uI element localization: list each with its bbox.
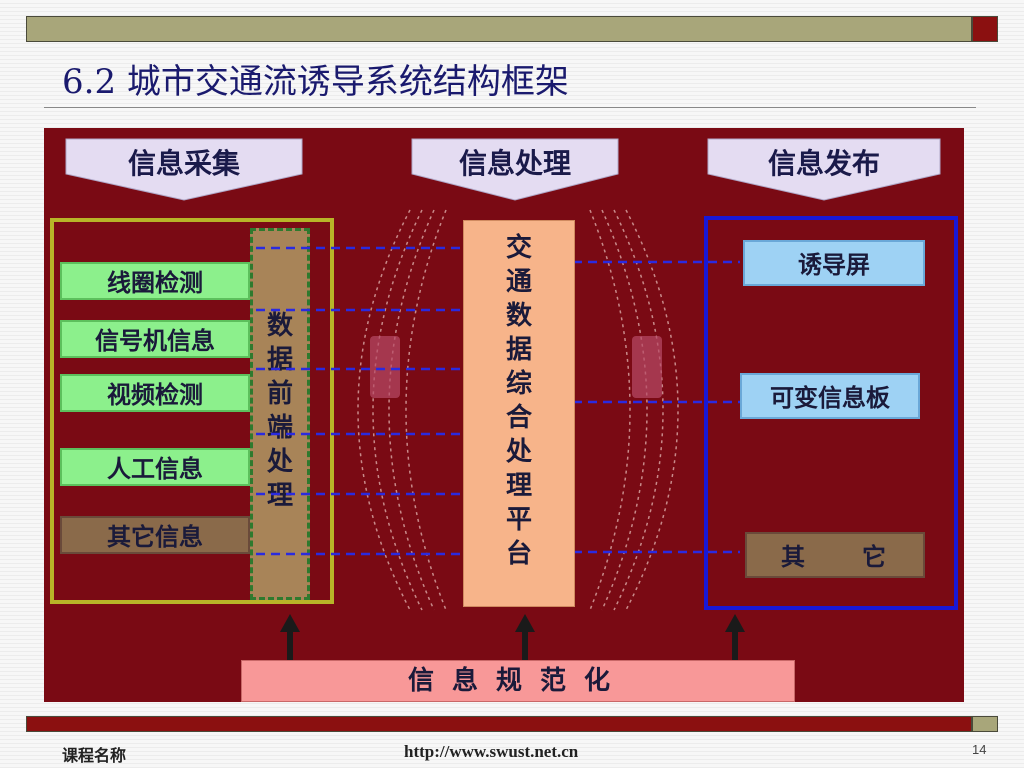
stage-process-label: 信息处理 xyxy=(458,147,571,180)
source-loop-detection: 线圈检测 xyxy=(60,262,250,300)
stage-process: 信息处理 xyxy=(408,136,622,202)
stage-collect: 信息采集 xyxy=(62,136,306,202)
bottom-accent-end xyxy=(972,716,998,732)
source-other-info: 其它信息 xyxy=(60,516,250,554)
source-video-detection: 视频检测 xyxy=(60,374,250,412)
publish-links xyxy=(573,260,740,554)
stage-collect-label: 信息采集 xyxy=(127,147,240,180)
stage-publish: 信息发布 xyxy=(704,136,944,202)
front-end-processing: 数据前端处理 xyxy=(250,228,310,600)
collect-links xyxy=(256,246,463,556)
source-signal-info: 信号机信息 xyxy=(60,320,250,358)
publish-group xyxy=(704,216,958,610)
connector-layer xyxy=(256,209,745,662)
output-variable-message-board: 可变信息板 xyxy=(740,373,920,419)
top-accent-end xyxy=(972,16,998,42)
platform-label: 交通数据综合处理平台 xyxy=(505,233,532,569)
bottom-accent-bar xyxy=(26,716,972,732)
source-manual-info: 人工信息 xyxy=(60,448,250,486)
data-processing-platform: 交通数据综合处理平台 xyxy=(463,220,575,607)
top-accent-bar xyxy=(26,16,972,42)
slide-title: 6.2 城市交通流诱导系统结构框架 xyxy=(62,62,569,102)
front-end-label: 数据前端处理 xyxy=(267,311,294,511)
collection-group xyxy=(50,218,334,604)
signal-ripples-left xyxy=(357,209,447,611)
page-number: 14 xyxy=(972,742,987,757)
signal-glyphs xyxy=(370,336,662,398)
up-arrows xyxy=(280,614,745,662)
output-guidance-screen: 诱导屏 xyxy=(743,240,925,286)
footer-url: http://www.swust.net.cn xyxy=(404,742,579,761)
stage-publish-label: 信息发布 xyxy=(767,147,880,180)
title-divider xyxy=(44,107,976,108)
structure-diagram: 信息采集 信息处理 信息发布 线圈检测 信号机信息 视频检测 人工信息 其它信息… xyxy=(44,128,964,702)
signal-ripples-right xyxy=(589,209,679,611)
footer-course-name: 课程名称 xyxy=(62,746,127,765)
output-other: 其 它 xyxy=(745,532,925,578)
information-normalization: 信息规范化 xyxy=(241,660,795,702)
